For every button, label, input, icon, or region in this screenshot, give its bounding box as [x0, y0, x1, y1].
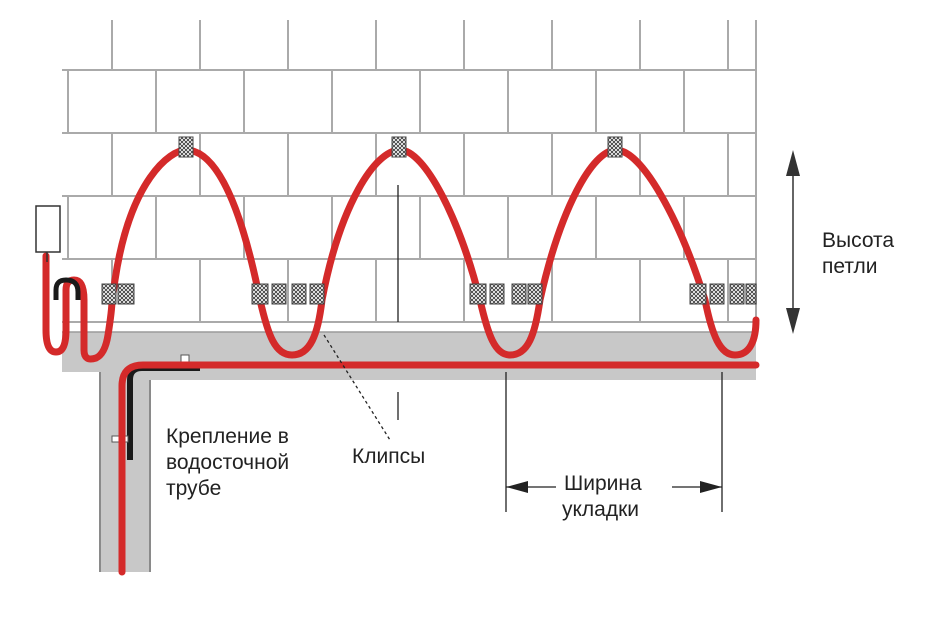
control-box: [35, 205, 61, 253]
clips-label: Клипсы: [352, 445, 426, 468]
clip-lower: [309, 283, 325, 305]
clip-lower: [469, 283, 487, 305]
loop-height-label: Высота петли: [822, 229, 895, 278]
gutter-mount-label: Крепление в водосточной трубе: [166, 425, 290, 500]
brick-wall: [62, 20, 757, 332]
cable-entry-black: [53, 277, 81, 300]
clip-upper: [607, 136, 623, 158]
clip-lower: [745, 283, 757, 305]
clip-lower: [689, 283, 707, 305]
clip-lower: [271, 283, 287, 305]
clip-lower: [101, 283, 117, 305]
clip-lower: [117, 283, 135, 305]
loop-height-arrow: [786, 150, 800, 334]
clip-lower: [511, 283, 527, 305]
laying-width-label-line1: Ширина: [564, 472, 642, 495]
gutter: [62, 331, 756, 572]
clip-upper: [178, 136, 194, 158]
clip-lower: [291, 283, 307, 305]
laying-width-dimension: [505, 372, 723, 512]
clip-lower: [527, 283, 543, 305]
clips-leader-lines: [323, 185, 399, 441]
clip-lower: [251, 283, 269, 305]
clip-upper: [391, 136, 407, 158]
laying-width-label-line2: укладки: [562, 498, 640, 521]
clip-lower: [489, 283, 505, 305]
upper-clips: [178, 136, 623, 158]
clip-lower: [709, 283, 725, 305]
clip-lower: [729, 283, 745, 305]
lower-clips: [101, 283, 757, 305]
